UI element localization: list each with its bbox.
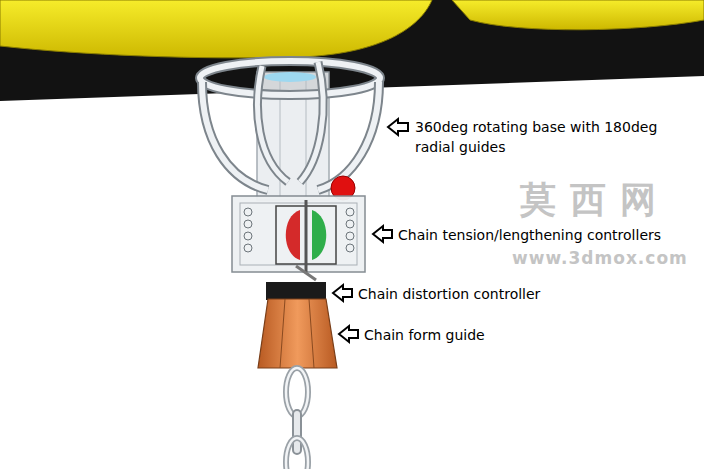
- radial-guide: [300, 62, 323, 182]
- spring-coil: [346, 220, 354, 228]
- radial-guide: [258, 66, 288, 182]
- green-wheel: [312, 210, 326, 260]
- chain-link: [286, 368, 308, 416]
- form-guide-facet: [280, 299, 285, 368]
- chain-inside: [296, 266, 316, 280]
- red-wheel: [286, 210, 300, 260]
- chain-link: [293, 410, 301, 454]
- rotating-ring: [200, 61, 380, 95]
- callout-arrow: [373, 226, 392, 242]
- top-bearing: [264, 72, 316, 82]
- spring-coil: [244, 232, 252, 240]
- spring-coil: [346, 208, 354, 216]
- spring-coil: [346, 232, 354, 240]
- watermark: 莫西网: [520, 180, 670, 220]
- distortion-controller: [266, 282, 326, 300]
- form-guide-facet: [309, 299, 314, 368]
- chain-inside: [305, 200, 308, 272]
- chain-link: [286, 368, 308, 416]
- radial-guide: [258, 66, 288, 182]
- controller-housing: [232, 196, 365, 272]
- chain-link: [286, 438, 308, 469]
- spring-coil: [244, 220, 252, 228]
- callout-arrow: [333, 285, 352, 301]
- watermark: www.3dmox.com: [512, 248, 688, 268]
- callout-label: 360deg rotating base with 180deg radial …: [415, 117, 687, 157]
- spring-coil: [244, 244, 252, 252]
- radial-guide: [300, 62, 323, 182]
- callout-label: Chain distortion controller: [358, 284, 540, 304]
- chain-link: [286, 438, 308, 469]
- form-guide: [258, 299, 337, 368]
- callout-label: Chain tension/lengthening controllers: [398, 225, 661, 245]
- spring-coil: [244, 208, 252, 216]
- callout-arrow: [339, 326, 358, 342]
- callout-label: Chain form guide: [364, 325, 485, 345]
- rotating-ring: [200, 61, 380, 95]
- controller-frame: [240, 203, 357, 265]
- balloon-hull: [452, 0, 704, 30]
- spring-coil: [346, 244, 354, 252]
- balloon-hull: [0, 0, 432, 58]
- callout-arrow: [388, 119, 408, 135]
- shadow-band: [0, 0, 704, 101]
